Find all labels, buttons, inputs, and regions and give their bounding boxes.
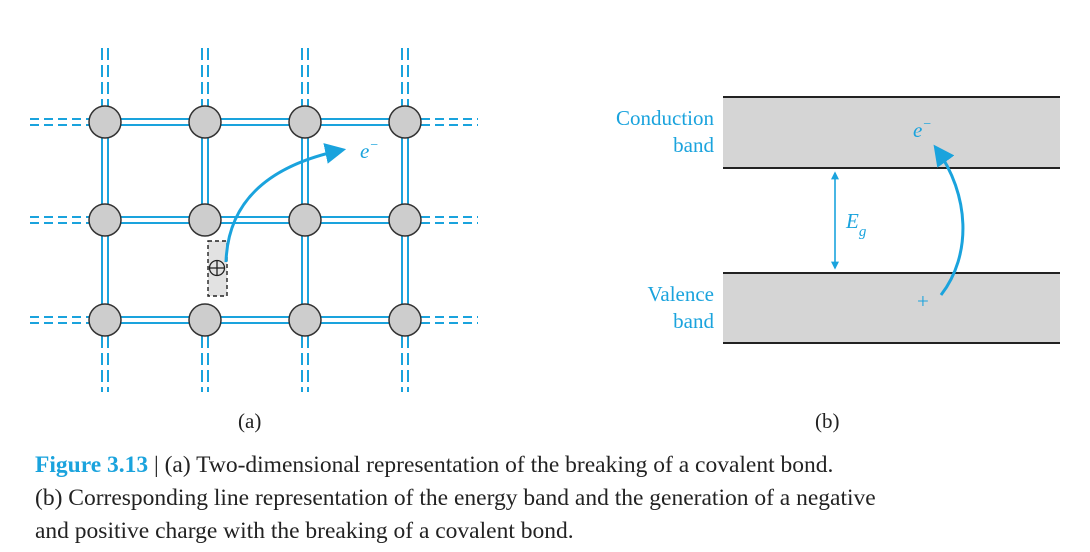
figure-caption: Figure 3.13 | (a) Two-dimensional repres… [35, 449, 1075, 548]
hole-label: + [917, 289, 929, 313]
panel-b-label: (b) [815, 409, 840, 433]
caption-text-1: (a) Two-dimensional representation of th… [164, 452, 834, 478]
conduction-band-label-line2: band [673, 133, 714, 157]
electron-label-b: e− [913, 117, 932, 142]
lattice-atom [188, 303, 222, 337]
conduction-band [723, 96, 1060, 169]
crystal-lattice [30, 48, 478, 392]
caption-line-3: and positive charge with the breaking of… [35, 518, 574, 544]
panel-a-label: (a) [238, 409, 261, 433]
lattice-atom [288, 105, 322, 139]
caption-separator: | [148, 452, 165, 478]
lattice-atom [388, 303, 422, 337]
lattice-atom [388, 105, 422, 139]
lattice-atom [288, 203, 322, 237]
conduction-band-label-line1: Conduction [616, 106, 714, 130]
electron-label-a: e− [360, 138, 379, 163]
band-gap-label: Eg [845, 209, 867, 240]
lattice-atoms [88, 105, 422, 337]
figure-number: Figure 3.13 [35, 452, 149, 478]
lattice-atom [188, 105, 222, 139]
lattice-atom [288, 303, 322, 337]
valence-band-label-line2: band [673, 309, 714, 333]
lattice-atom [388, 203, 422, 237]
electron-excitation-arrow [933, 144, 965, 296]
lattice-atom [88, 105, 122, 139]
lattice-atom [188, 203, 222, 237]
valence-band [723, 272, 1060, 344]
covalent-bonds [30, 48, 478, 392]
electron-escape-arrow [224, 143, 347, 263]
valence-band-label-line1: Valence [648, 282, 714, 306]
caption-line-2: (b) Corresponding line representation of… [35, 485, 876, 511]
broken-bond-hole [207, 240, 228, 297]
lattice-atom [88, 203, 122, 237]
lattice-atom [88, 303, 122, 337]
caption-line-1: Figure 3.13 | (a) Two-dimensional repres… [35, 449, 1075, 482]
